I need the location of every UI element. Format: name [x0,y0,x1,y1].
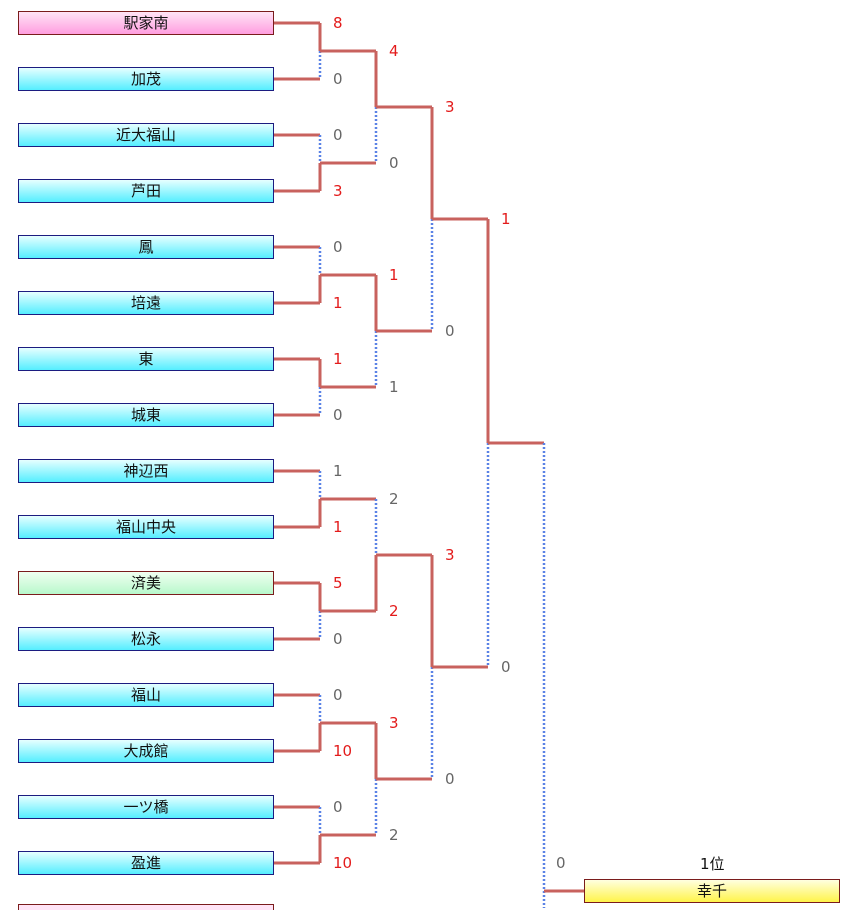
team-box: 東 [18,347,274,371]
score-label: 0 [333,126,343,144]
score-label: 0 [501,658,511,676]
score-label: 1 [501,210,511,228]
score-label: 8 [333,14,343,32]
score-label: 1 [389,266,399,284]
score-label: 3 [445,546,455,564]
team-box: 大成館 [18,739,274,763]
team-box: 駅家南 [18,11,274,35]
score-label: 2 [389,826,399,844]
score-label: 2 [389,490,399,508]
team-box: 加茂 [18,67,274,91]
team-box: 松永 [18,627,274,651]
team-box: 芦田 [18,179,274,203]
team-box: 城東 [18,403,274,427]
score-label: 0 [333,406,343,424]
score-label: 0 [333,798,343,816]
team-box: 近大福山 [18,123,274,147]
team-box: 培遠 [18,291,274,315]
score-label: 3 [445,98,455,116]
team-box: 盈進 [18,851,274,875]
score-label: 1 [389,378,399,396]
score-label: 2 [389,602,399,620]
score-label: 4 [389,42,399,60]
score-label: 3 [389,714,399,732]
score-label: 0 [333,238,343,256]
score-label: 3 [333,182,343,200]
score-label: 5 [333,574,343,592]
team-box: 一ツ橋 [18,795,274,819]
score-label: 1 [333,462,343,480]
score-label: 10 [333,742,353,760]
champion-box: 幸千 [584,879,840,903]
team-box: 済美 [18,571,274,595]
score-label: 0 [556,854,566,872]
score-label: 1 [333,350,343,368]
team-box: 神辺西 [18,459,274,483]
team-box: 福山 [18,683,274,707]
score-label: 0 [445,322,455,340]
score-label: 0 [445,770,455,788]
score-label: 0 [333,630,343,648]
team-box: 鳳 [18,235,274,259]
score-label: 0 [333,686,343,704]
score-label: 0 [389,154,399,172]
score-label: 1 [333,518,343,536]
next-team-box [18,904,274,910]
score-label: 1 [333,294,343,312]
team-box: 福山中央 [18,515,274,539]
score-label: 0 [333,70,343,88]
score-label: 10 [333,854,353,872]
place-label: 1位 [700,855,725,873]
